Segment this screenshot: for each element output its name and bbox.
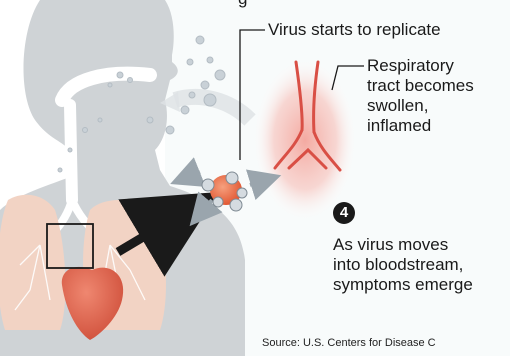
respiratory-label-line: swollen, [367, 96, 474, 116]
source-credit: Source: U.S. Centers for Disease C [262, 337, 436, 349]
respiratory-label: Respiratory tract becomes swollen, infla… [367, 56, 474, 136]
respiratory-label-line: tract becomes [367, 76, 474, 96]
step-number-badge: 4 [333, 202, 355, 224]
respiratory-label-line: inflamed [367, 116, 474, 136]
respiratory-label-line: Respiratory [367, 56, 474, 76]
replicate-label: Virus starts to replicate [268, 20, 441, 40]
bloodstream-label: As virus moves into bloodstream, symptom… [333, 235, 473, 295]
bloodstream-label-line: symptoms emerge [333, 275, 473, 295]
bloodstream-label-line: into bloodstream, [333, 255, 473, 275]
bloodstream-label-line: As virus moves [333, 235, 473, 255]
inflammation-glow [253, 58, 357, 222]
top-label-fragment: g [238, 0, 247, 9]
